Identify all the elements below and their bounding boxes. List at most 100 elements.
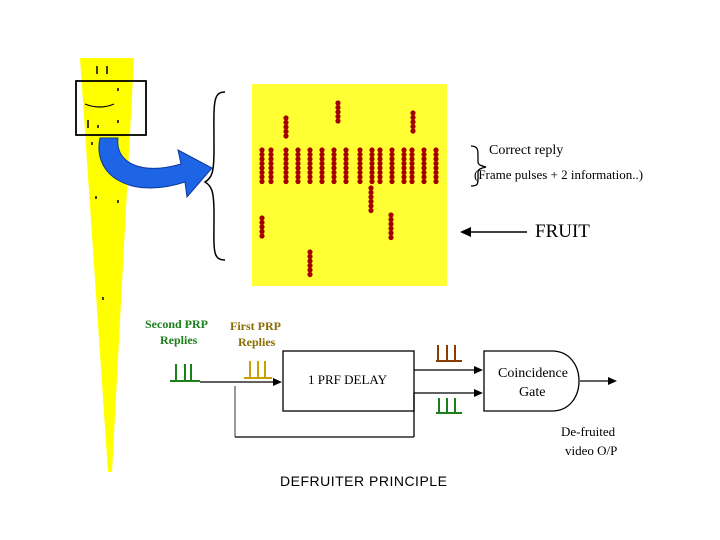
- reply-dot: [389, 174, 395, 180]
- reply-dot: [389, 169, 395, 176]
- reply-dot: [283, 119, 289, 126]
- reply-dot: [307, 151, 313, 158]
- reply-dot: [259, 228, 265, 235]
- reply-dot: [335, 118, 341, 124]
- reply-dot: [389, 151, 395, 158]
- reply-dot: [259, 156, 265, 162]
- reply-dot: [259, 147, 265, 153]
- reply-dot: [335, 113, 341, 120]
- brace-left: [203, 91, 226, 261]
- zoom-box: [75, 80, 147, 136]
- second-prp-label: Second PRP: [145, 317, 208, 331]
- reply-dot: [283, 165, 289, 171]
- reply-dot: [319, 178, 325, 185]
- reply-dot: [388, 216, 394, 223]
- reply-dot: [369, 165, 375, 171]
- reply-dot: [409, 174, 415, 180]
- reply-dot: [410, 119, 416, 125]
- reply-dot: [368, 198, 374, 205]
- reply-dot: [295, 147, 301, 153]
- reply-dot: [433, 156, 439, 162]
- reply-dot: [335, 100, 341, 106]
- beam-arc-mark: [84, 103, 115, 108]
- reply-dot: [409, 147, 415, 153]
- beam-returns: [87, 66, 119, 300]
- reply-dot: [268, 160, 274, 167]
- reply-dot: [295, 178, 301, 185]
- reply-dots: [259, 100, 439, 278]
- reply-dot: [389, 178, 395, 185]
- reply-dot: [388, 230, 394, 236]
- frame-info-label: (Frame pulses + 2 information..): [474, 167, 644, 182]
- reply-dot: [307, 174, 313, 180]
- reply-dot: [259, 224, 265, 230]
- reply-dot: [421, 169, 427, 176]
- reply-dot: [401, 156, 407, 162]
- reply-dot: [409, 178, 415, 185]
- reply-dot: [409, 160, 415, 167]
- reply-dot: [433, 169, 439, 176]
- reply-dot: [421, 160, 427, 167]
- reply-dot: [368, 194, 374, 200]
- reply-dot: [331, 178, 337, 185]
- reply-dot: [283, 156, 289, 162]
- reply-dot: [283, 178, 289, 185]
- reply-dot: [259, 169, 265, 176]
- reply-dot: [409, 169, 415, 176]
- reply-dot: [357, 174, 363, 180]
- reply-dot: [410, 114, 416, 121]
- reply-dot: [268, 169, 274, 176]
- reply-dot: [421, 147, 427, 153]
- reply-dot: [401, 174, 407, 180]
- reply-dot: [307, 253, 313, 260]
- reply-dot: [268, 174, 274, 180]
- reply-dot: [331, 156, 337, 162]
- reply-dot: [331, 160, 337, 167]
- reply-dot: [283, 147, 289, 153]
- fruit-label: FRUIT: [535, 221, 590, 242]
- reply-dot: [331, 174, 337, 180]
- reply-dot: [295, 169, 301, 176]
- reply-dot: [319, 165, 325, 171]
- reply-dot: [307, 258, 313, 264]
- reply-dot: [369, 147, 375, 153]
- reply-dot: [268, 165, 274, 171]
- reply-dot: [377, 174, 383, 180]
- reply-dot: [368, 203, 374, 209]
- reply-dot: [433, 165, 439, 171]
- reply-dot: [389, 156, 395, 162]
- reply-dot: [319, 160, 325, 167]
- reply-dot: [283, 115, 289, 121]
- reply-dot: [319, 174, 325, 180]
- reply-dot: [268, 178, 274, 185]
- reply-dot: [421, 174, 427, 180]
- reply-dot: [331, 165, 337, 171]
- reply-dot: [295, 156, 301, 162]
- reply-dot: [357, 165, 363, 171]
- reply-dot: [433, 160, 439, 167]
- coincidence-gate: [483, 350, 580, 412]
- reply-dot: [259, 219, 265, 226]
- first-prp-replies-label: Replies: [238, 335, 276, 349]
- reply-dot: [295, 174, 301, 180]
- delay-box: [282, 350, 415, 412]
- direct-path-arrowhead: [474, 389, 483, 397]
- reply-dot: [369, 169, 375, 176]
- reply-dot: [388, 221, 394, 227]
- reply-dot: [421, 165, 427, 171]
- delay-label: 1 PRF DELAY: [308, 372, 387, 387]
- reply-dot: [343, 178, 349, 185]
- fruit-arrowhead: [460, 227, 471, 237]
- reply-dot: [343, 160, 349, 167]
- reply-dot: [335, 104, 341, 111]
- reply-dot: [307, 169, 313, 176]
- reply-dot: [357, 169, 363, 176]
- reply-dot: [259, 178, 265, 185]
- reply-dot: [410, 128, 416, 134]
- reply-dot: [433, 147, 439, 153]
- reply-dot: [307, 249, 313, 255]
- reply-dot: [409, 156, 415, 162]
- reply-dot: [410, 110, 416, 116]
- reply-dot: [283, 128, 289, 135]
